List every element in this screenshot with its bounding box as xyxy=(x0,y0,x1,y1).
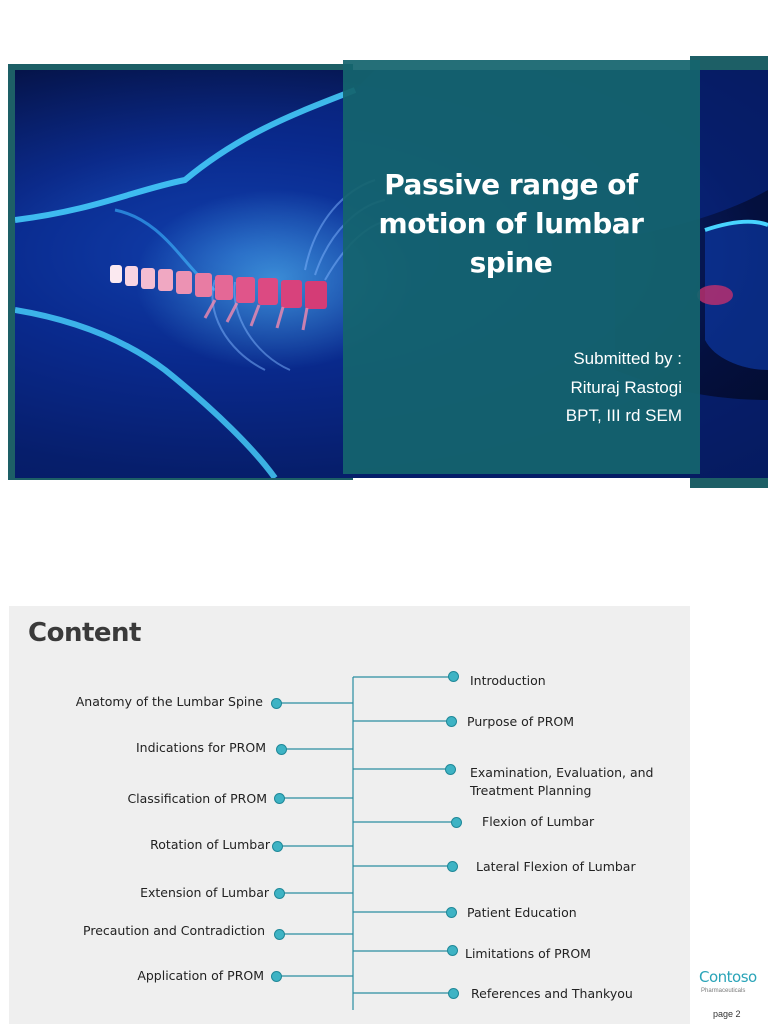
content-item-left: Indications for PROM xyxy=(136,740,266,755)
content-item-right: Limitations of PROM xyxy=(465,946,591,961)
title-slide: Passive range of motion of lumbar spine … xyxy=(0,0,768,500)
content-item-left: Rotation of Lumbar xyxy=(150,837,270,852)
content-slide xyxy=(9,606,690,1024)
slide-title: Passive range of motion of lumbar spine xyxy=(378,168,644,279)
content-item-left: Anatomy of the Lumbar Spine xyxy=(75,694,263,709)
content-heading: Content xyxy=(28,618,141,648)
contoso-logo-subtitle: Pharmaceuticals xyxy=(701,988,746,994)
content-item-right: Introduction xyxy=(470,673,546,688)
connector-dot xyxy=(272,841,283,852)
connector-dot xyxy=(447,945,458,956)
connector-dot xyxy=(448,671,459,682)
connector-dot xyxy=(446,716,457,727)
course-info: BPT, III rd SEM xyxy=(565,406,682,425)
content-item-right: References and Thankyou xyxy=(471,986,633,1001)
content-item-left: Precaution and Contradiction xyxy=(83,923,265,938)
content-item-right: Purpose of PROM xyxy=(467,714,575,729)
content-item-right: Flexion of Lumbar xyxy=(482,814,595,829)
connector-dot xyxy=(445,764,456,775)
contoso-logo: Contoso xyxy=(699,968,757,986)
connector-dot xyxy=(274,888,285,899)
content-item-left: Classification of PROM xyxy=(127,791,267,806)
connector-dot xyxy=(447,861,458,872)
connector-dot xyxy=(274,929,285,940)
submitted-by-label: Submitted by : xyxy=(573,349,682,368)
content-item-right: Examination, Evaluation, and Treatment P… xyxy=(470,765,654,798)
page-number: page 2 xyxy=(713,1009,741,1019)
connector-dot xyxy=(274,793,285,804)
title-panel xyxy=(343,60,700,474)
connector-dot xyxy=(276,744,287,755)
content-item-right: Patient Education xyxy=(467,905,577,920)
submission-info: Submitted by : Rituraj Rastogi BPT, III … xyxy=(566,345,682,431)
content-item-left: Extension of Lumbar xyxy=(140,885,269,900)
content-item-right: Lateral Flexion of Lumbar xyxy=(476,859,636,874)
connector-dot xyxy=(271,971,282,982)
connector-dot xyxy=(451,817,462,828)
connector-dot xyxy=(446,907,457,918)
content-item-left: Application of PROM xyxy=(137,968,264,983)
connector-dot xyxy=(271,698,282,709)
author-name: Rituraj Rastogi xyxy=(570,377,683,397)
connector-dot xyxy=(448,988,459,999)
